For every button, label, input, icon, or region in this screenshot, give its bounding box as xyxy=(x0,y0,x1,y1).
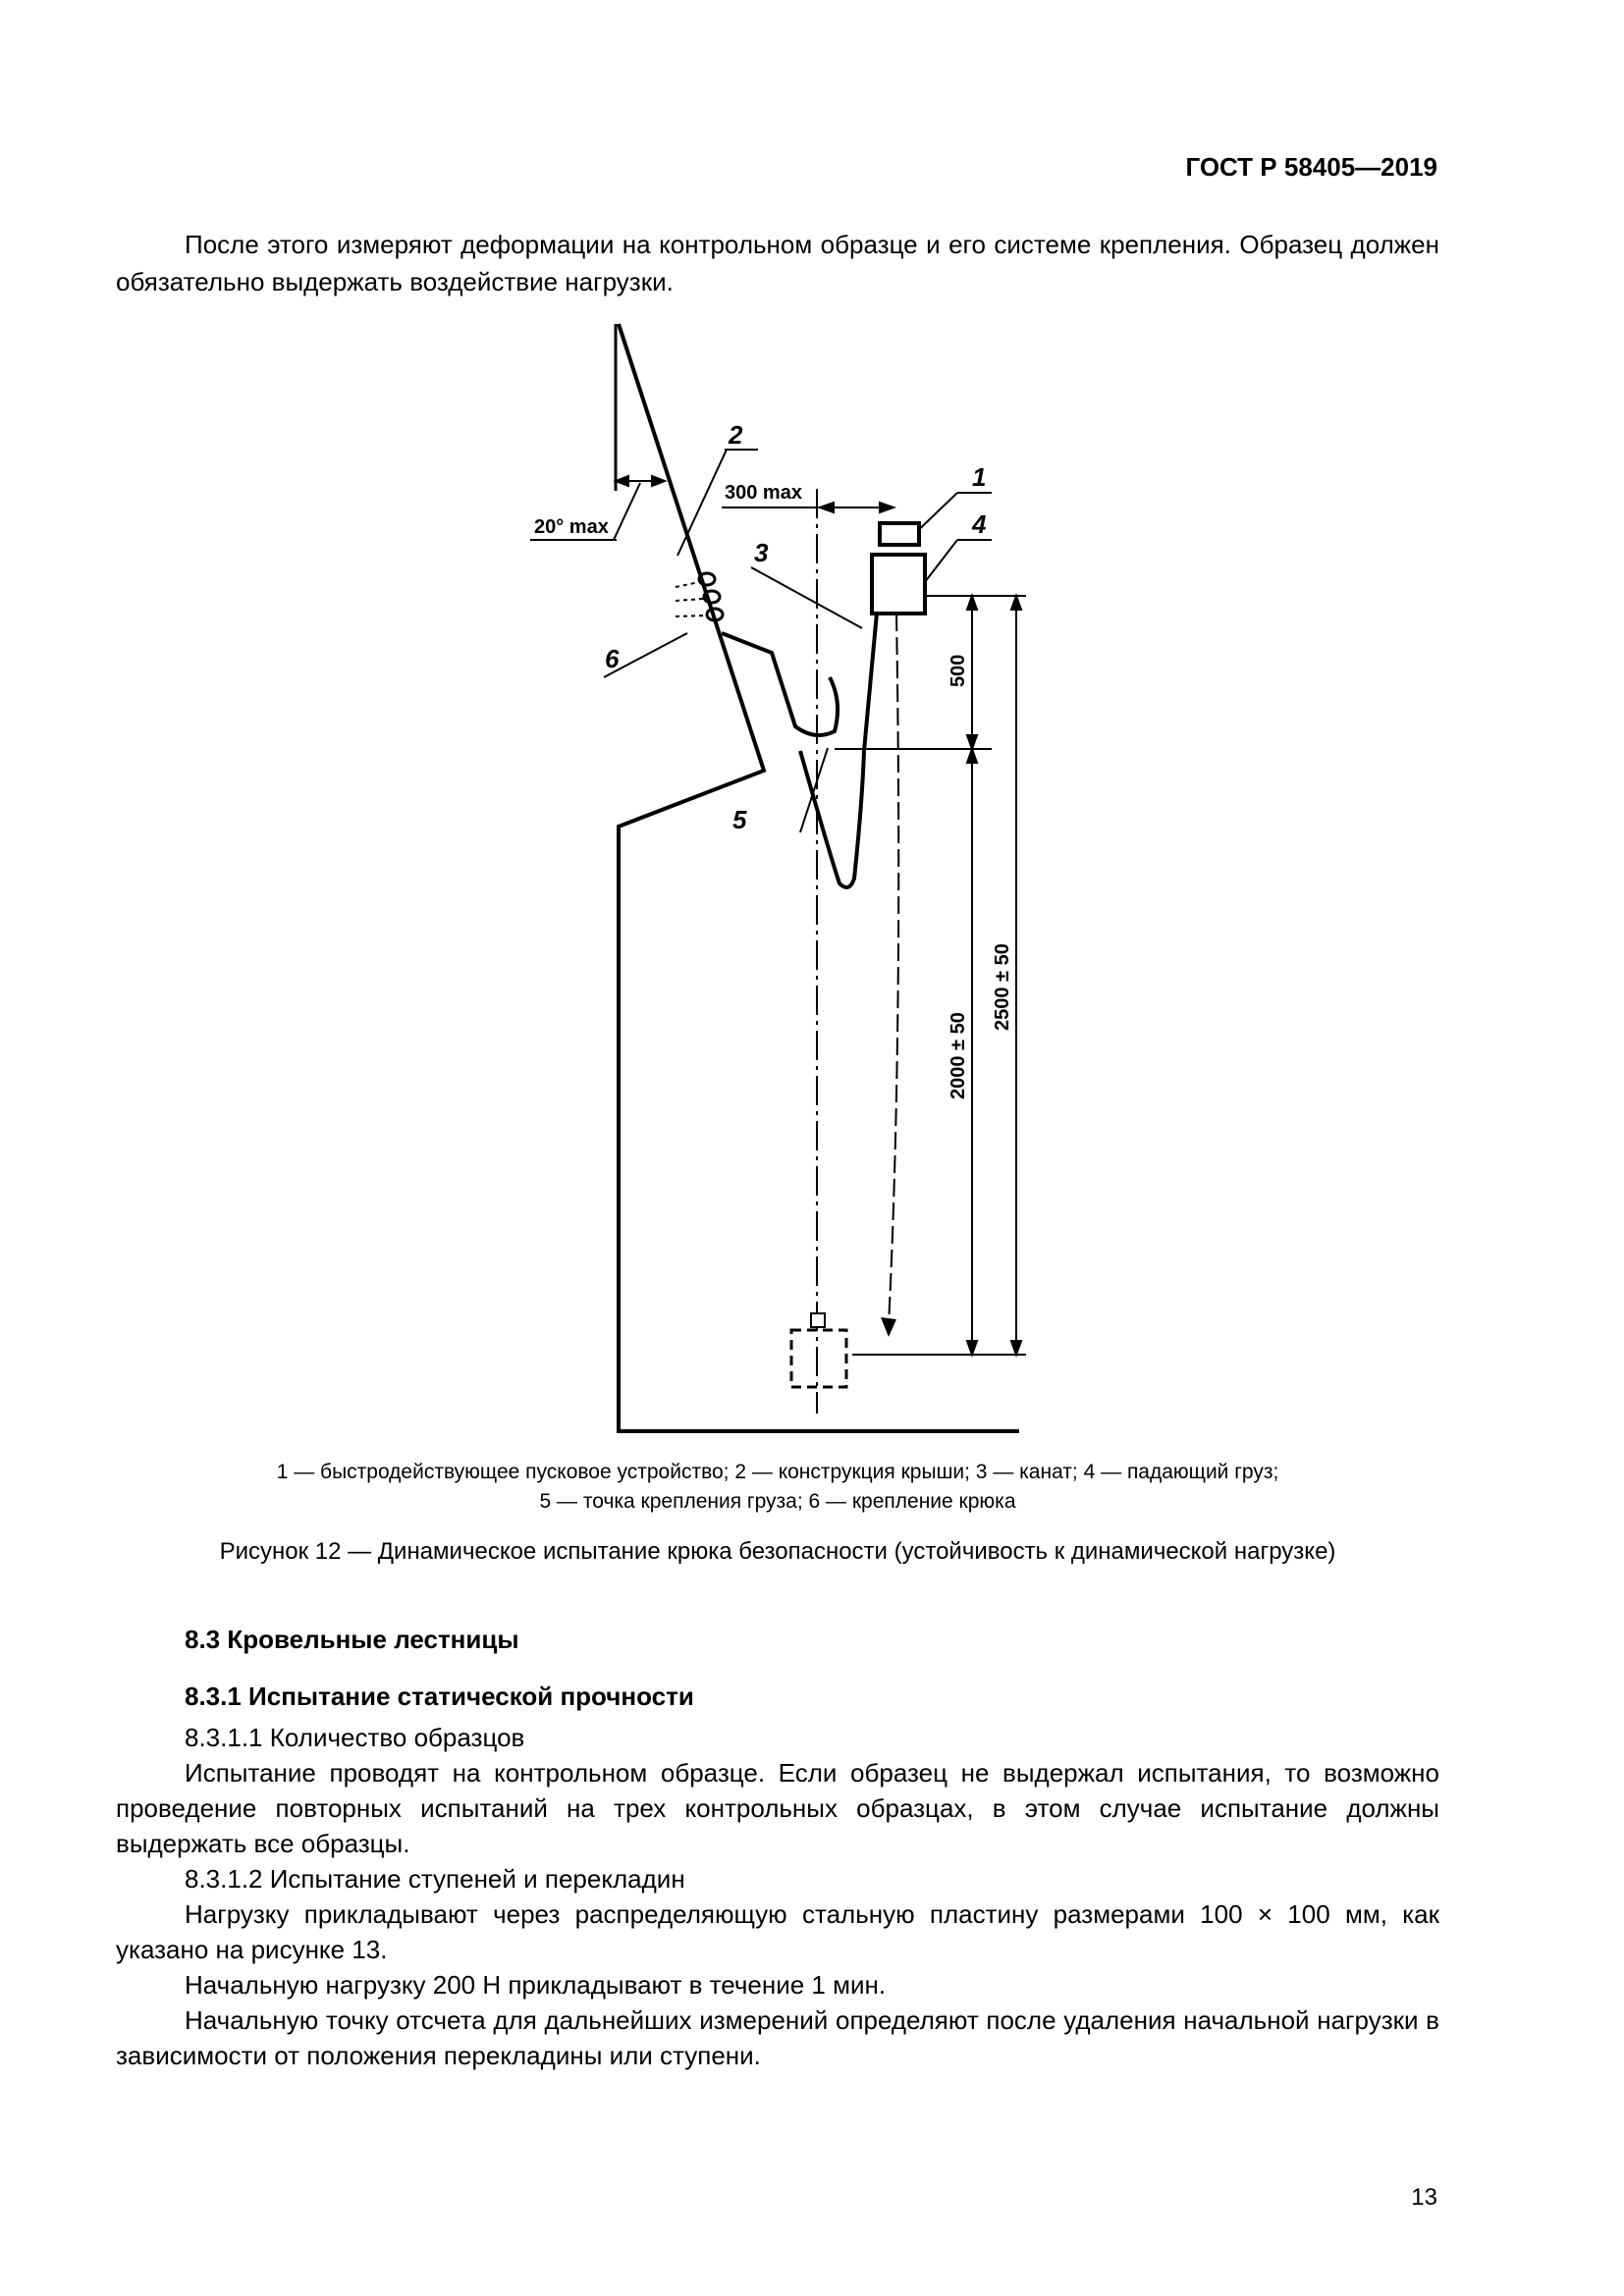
section-heading-8-3: 8.3 Кровельные лестницы xyxy=(185,1625,519,1654)
angle-leader xyxy=(613,482,641,541)
dim-angle: 20° max xyxy=(534,516,609,538)
intro-text: После этого измеряют деформации на контр… xyxy=(116,230,1439,296)
dim-500: 500 xyxy=(947,655,969,687)
label-2: 2 xyxy=(728,420,743,450)
falling-weight xyxy=(870,553,927,615)
page-number: 13 xyxy=(1411,2184,1437,2211)
paragraph-initial-load: Начальную нагрузку 200 Н прикладывают в … xyxy=(185,1970,887,2000)
figure-caption: Рисунок 12 — Динамическое испытание крюк… xyxy=(219,1538,1336,1565)
label-3: 3 xyxy=(754,538,769,567)
label-6: 6 xyxy=(605,644,620,673)
label-4: 4 xyxy=(971,509,987,539)
paragraph-load-plate: Нагрузку прикладывают через распределяющ… xyxy=(116,1899,1439,1964)
dim-300: 300 max xyxy=(725,482,802,504)
paragraph-samples: Испытание проводят на контрольном образц… xyxy=(116,1758,1439,1858)
dim-2500: 2500 ± 50 xyxy=(992,943,1013,1031)
document-code: ГОСТ Р 58405—2019 xyxy=(1185,152,1437,182)
final-weight-position xyxy=(789,1328,848,1389)
dim-2000: 2000 ± 50 xyxy=(947,1012,969,1099)
legend-line-1: 1 — быстродействующее пусковое устройств… xyxy=(276,1461,1279,1483)
quick-release-device xyxy=(878,521,921,547)
subsection-8-3-1-1: 8.3.1.1 Количество образцов xyxy=(185,1723,525,1752)
safety-hook xyxy=(721,631,866,889)
paragraph-reference-point: Начальную точку отсчета для дальнейших и… xyxy=(116,2005,1439,2070)
fall-path xyxy=(888,613,900,1326)
label-5: 5 xyxy=(732,805,747,834)
figure-legend: 1 — быстродействующее пусковое устройств… xyxy=(116,1458,1439,1517)
roof-outline xyxy=(617,323,1019,1433)
label-1: 1 xyxy=(972,462,986,492)
subsection-8-3-1-2: 8.3.1.2 Испытание ступеней и перекладин xyxy=(185,1864,685,1894)
figure-12-drawing: 2 1 4 3 6 5 20° max 300 max 500 2000 ± 5… xyxy=(530,323,1026,1433)
section-heading-8-3-1: 8.3.1 Испытание статической прочности xyxy=(185,1682,694,1711)
legend-line-2: 5 — точка крепления груза; 6 — крепление… xyxy=(539,1490,1016,1513)
intro-paragraph: После этого измеряют деформации на контр… xyxy=(116,226,1439,300)
